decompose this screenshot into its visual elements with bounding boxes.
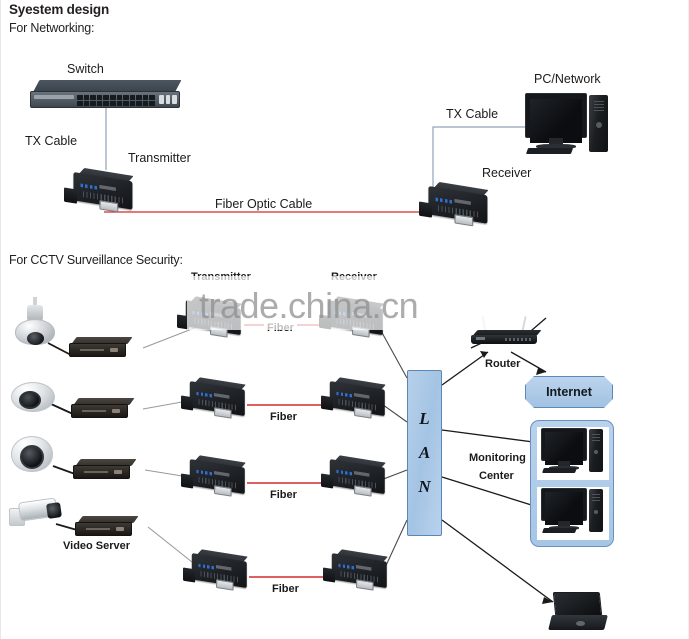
bullet-camera (9, 494, 65, 530)
page-title: Syestem design (9, 2, 109, 17)
lan-letter-l: L (419, 409, 430, 428)
watermark-backdrop (187, 276, 507, 330)
dome-camera (9, 376, 57, 414)
video-server-3 (73, 459, 137, 481)
cctv-transmitter-4 (183, 549, 249, 591)
label-fiber-3: Fiber (267, 489, 300, 501)
label-tx-cable-switch: TX Cable (25, 134, 78, 148)
router-device (471, 315, 542, 348)
label-tx-cable-pc: TX Cable (443, 107, 502, 121)
label-fiber-optic-cable: Fiber Optic Cable (212, 197, 316, 211)
lan-box: L A N (407, 370, 442, 536)
monitoring-pc-2 (541, 488, 603, 534)
label-video-server: Video Server (63, 540, 131, 552)
label-switch: Switch (67, 62, 104, 76)
lan-letter-a: A (418, 443, 431, 462)
cctv-receiver-4 (323, 549, 389, 591)
label-fiber-4: Fiber (269, 583, 302, 595)
laptop-device (548, 592, 608, 630)
label-pc-network: PC/Network (534, 72, 601, 86)
video-server-1 (69, 337, 133, 359)
ptz-dome-camera (9, 297, 61, 347)
cctv-transmitter-2 (181, 377, 247, 419)
cctv-receiver-3 (321, 455, 387, 497)
eyeball-camera (9, 434, 55, 474)
media-converter-receiver (419, 182, 490, 227)
section-heading-networking: For Networking: (9, 21, 95, 35)
monitoring-pc-1 (541, 428, 603, 474)
video-server-4 (75, 516, 139, 538)
label-monitoring-center-line1: Monitoring (469, 452, 526, 464)
internet-badge: Internet (525, 376, 613, 408)
label-fiber-2: Fiber (267, 411, 300, 423)
label-receiver-networking: Receiver (482, 166, 532, 180)
pc-network-device (525, 93, 609, 155)
cctv-transmitter-3 (181, 455, 247, 497)
lan-letter-n: N (418, 477, 431, 496)
network-switch-device (30, 80, 182, 110)
label-transmitter-networking: Transmitter (128, 151, 191, 165)
watermark-text: trade.china.cn (199, 285, 419, 326)
label-router: Router (485, 358, 521, 370)
label-monitoring-center-line2: Center (479, 470, 514, 482)
media-converter-transmitter (64, 168, 135, 213)
video-server-2 (71, 398, 135, 420)
section-heading-cctv: For CCTV Surveillance Security: (9, 253, 183, 267)
cctv-receiver-2 (321, 377, 387, 419)
